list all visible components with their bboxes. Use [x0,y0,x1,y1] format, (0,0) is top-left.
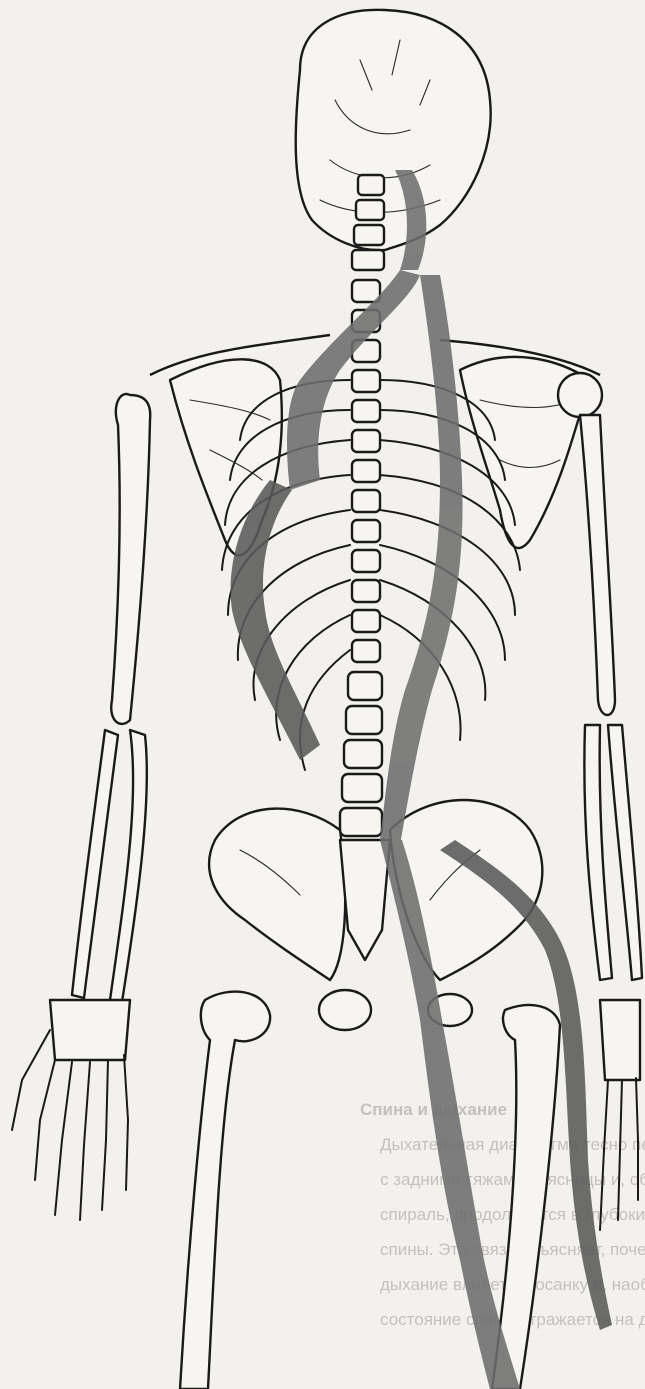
right-humerus [580,415,615,715]
right-radius [584,725,612,980]
left-ilium [209,809,345,980]
left-ulna [110,730,147,1002]
skull [296,10,491,250]
legs [180,992,560,1389]
left-hand [12,1000,130,1220]
lumbar-spine [340,672,382,836]
sacrum [340,840,390,960]
left-radius [72,730,118,998]
left-arm [12,394,150,1220]
right-ulna [608,725,642,980]
left-humerus [111,394,150,724]
left-femur-head [180,992,270,1389]
right-hand [600,1000,640,1230]
